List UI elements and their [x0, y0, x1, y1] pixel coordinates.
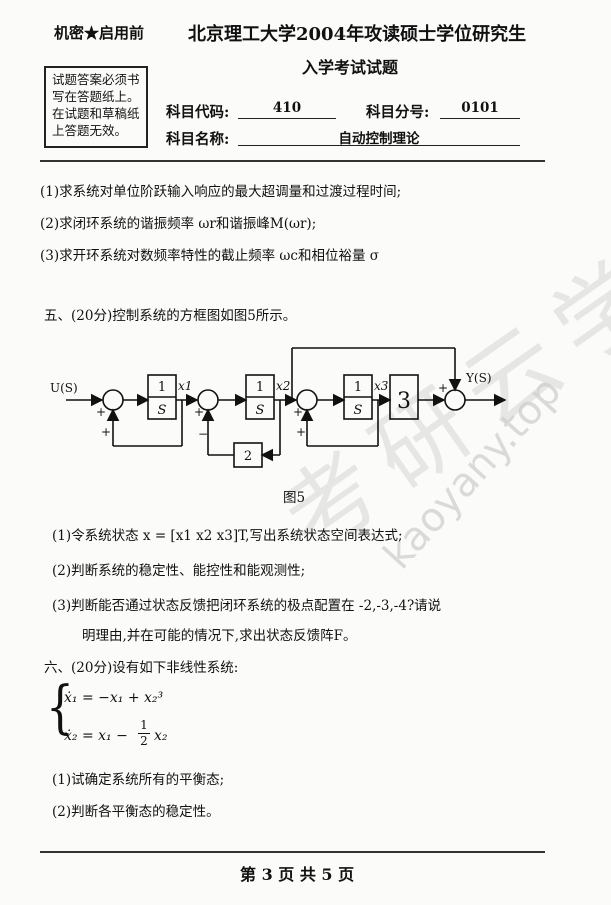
- question-item: (2)判断系统的稳定性、能控性和能观测性;: [52, 563, 306, 579]
- output-label: Y(S): [465, 371, 492, 385]
- integrator-den-2: S: [256, 403, 265, 418]
- question-item: (2)求闭环系统的谐振频率 ωr和谐振峰M(ωr);: [40, 216, 317, 232]
- subject-number-value: 0101: [440, 100, 520, 119]
- footer-divider: [40, 851, 545, 853]
- sign-plus: +: [296, 425, 306, 439]
- section-heading: 五、(20分)控制系统的方框图如图5所示。: [44, 308, 297, 324]
- equation-2-lhs: ẋ₂ = x₁ −: [64, 728, 128, 744]
- equation-2-rhs: x₂: [154, 728, 168, 744]
- integrator-den-1: S: [158, 403, 167, 418]
- notice-box: 试题答案必须书写在答题纸上。在试题和草稿纸上答题无效。: [44, 66, 148, 148]
- sign-plus: +: [101, 425, 111, 439]
- gain-block-3: [389, 374, 419, 420]
- subject-code-value: 410: [238, 100, 336, 119]
- page-number: 第 3 页 共 5 页: [240, 865, 355, 884]
- equation-1: ẋ₁ = −x₁ + x₂³: [64, 690, 164, 706]
- question-item-continued: 明理由,并在可能的情况下,求出状态反馈阵F。: [82, 628, 357, 644]
- integrator-num-3: 1: [354, 380, 362, 395]
- question-item: (1)令系统状态 x = [x1 x2 x3]T,写出系统状态空间表达式;: [52, 528, 403, 544]
- sign-minus: −: [198, 427, 208, 441]
- integrator-num-1: 1: [158, 380, 166, 395]
- section-heading: 六、(20分)设有如下非线性系统:: [44, 660, 239, 676]
- subject-name-label: 科目名称:: [166, 131, 230, 148]
- sign-plus: +: [438, 381, 448, 395]
- equation-brace: {: [46, 674, 74, 741]
- equation-2-fraction: 1 2: [138, 718, 150, 749]
- subject-number-label: 科目分号:: [366, 104, 430, 121]
- fraction-numerator: 1: [138, 718, 150, 734]
- secret-label: 机密★启用前: [54, 24, 145, 42]
- integrator-num-2: 1: [256, 380, 264, 395]
- question-item: (2)判断各平衡态的稳定性。: [52, 804, 220, 820]
- subject-code-label: 科目代码:: [166, 104, 230, 121]
- figure-caption: 图5: [283, 490, 306, 506]
- state-x1-label: x1: [178, 379, 192, 393]
- gain-forward-label: 3: [397, 389, 411, 414]
- input-label: U(S): [50, 381, 78, 395]
- question-item: (1)试确定系统所有的平衡态;: [52, 772, 225, 788]
- integrator-den-3: S: [354, 403, 363, 418]
- question-item: (3)判断能否通过状态反馈把闭环系统的极点配置在 -2,-3,-4?请说: [52, 598, 442, 614]
- sign-plus: +: [194, 405, 204, 419]
- header-divider: [40, 160, 545, 162]
- fraction-denominator: 2: [140, 734, 148, 748]
- exam-subtitle: 入学考试试题: [302, 58, 399, 77]
- question-item: (3)求开环系统对数频率特性的截止频率 ωc和相位裕量 σ: [40, 248, 379, 264]
- question-item: (1)求系统对单位阶跃输入响应的最大超调量和过渡过程时间;: [40, 184, 402, 200]
- sign-plus: +: [96, 405, 106, 419]
- exam-title: 北京理工大学2004年攻读硕士学位研究生: [188, 24, 527, 45]
- state-x2-label: x2: [276, 379, 290, 393]
- gain-feedback-label: 2: [244, 449, 252, 464]
- sign-plus: +: [293, 405, 303, 419]
- subject-name-value: 自动控制理论: [238, 127, 520, 147]
- state-x3-label: x3: [374, 379, 389, 393]
